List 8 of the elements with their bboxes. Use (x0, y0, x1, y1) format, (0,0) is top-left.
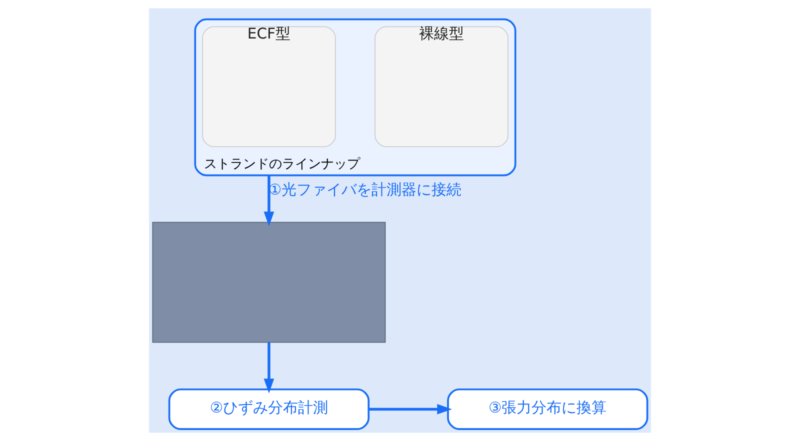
arrow (264, 342, 274, 394)
node-box: ②ひずみ分布計測 (168, 388, 370, 430)
node-box (152, 222, 386, 343)
node-box: ③張力分布に換算 (447, 388, 648, 430)
arrow (368, 404, 452, 414)
node-box: 裸線型 (374, 26, 508, 148)
node-box: ECF型 (202, 26, 336, 148)
arrow (264, 175, 274, 226)
